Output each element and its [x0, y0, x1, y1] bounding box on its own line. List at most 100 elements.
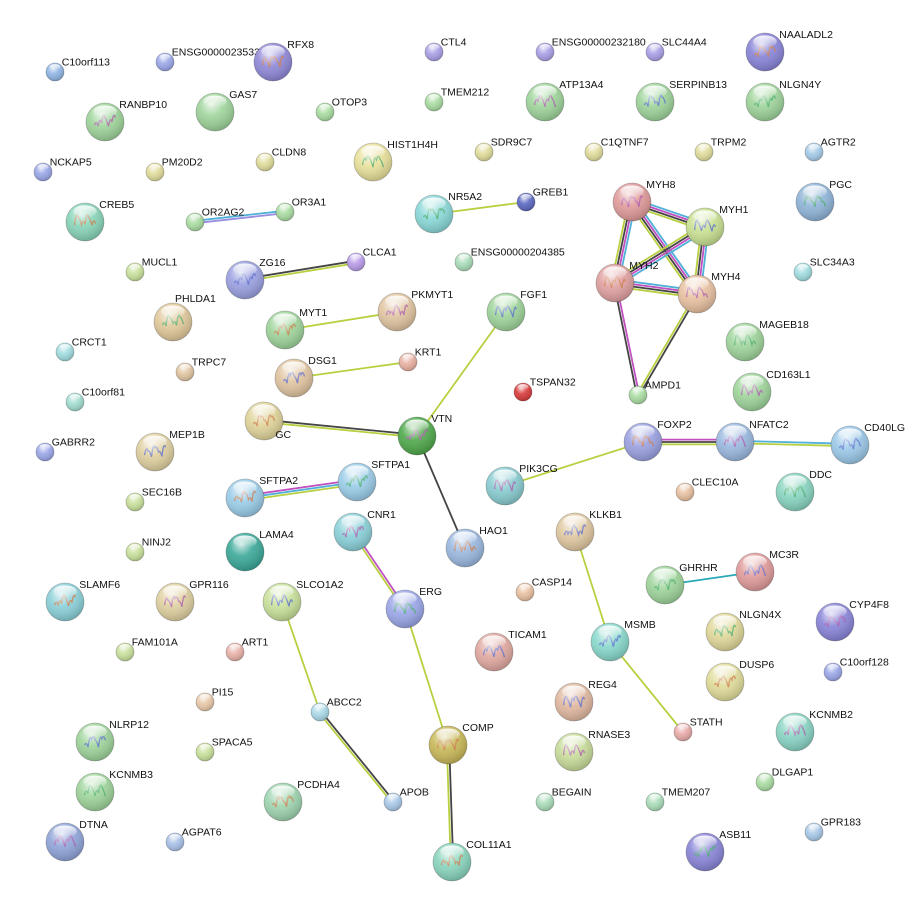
edge-slco1a2-abcc2[interactable]: [281, 601, 321, 713]
node-cyp4f8[interactable]: CYP4F8: [815, 599, 889, 642]
node-gabrr2[interactable]: GABRR2: [35, 436, 95, 462]
node-or3a1[interactable]: OR3A1: [275, 196, 326, 222]
node-vtn[interactable]: VTN: [397, 413, 452, 456]
node-nfatc2[interactable]: NFATC2: [715, 419, 789, 462]
node-cd40lg[interactable]: CD40LG: [830, 422, 905, 465]
node-trpc7[interactable]: TRPC7: [175, 356, 226, 382]
node-ensg00000204385[interactable]: ENSG00000204385: [454, 246, 565, 272]
edge-gc-vtn[interactable]: [263, 418, 418, 439]
node-creb5[interactable]: CREB5: [65, 199, 134, 242]
node-art1[interactable]: ART1: [225, 636, 269, 662]
node-dlgap1[interactable]: DLGAP1: [755, 766, 813, 792]
edge-comp-col11a1[interactable]: [445, 744, 455, 863]
edge-vtn-fgf1[interactable]: [416, 311, 507, 437]
node-c10orf113[interactable]: C10orf113: [45, 56, 110, 82]
node-clca1[interactable]: CLCA1: [346, 246, 397, 272]
node-serpinb13[interactable]: SERPINB13: [635, 79, 727, 122]
node-ninj2[interactable]: NINJ2: [125, 536, 171, 562]
node-naaladl2[interactable]: NAALADL2: [745, 29, 833, 72]
node-kcnmb2[interactable]: KCNMB2: [775, 709, 853, 752]
node-nlgn4y[interactable]: NLGN4Y: [745, 79, 821, 122]
edge-myh2-ampd1[interactable]: [612, 282, 641, 396]
node-ensg00000232180[interactable]: ENSG00000232180: [535, 36, 646, 62]
node-mep1b[interactable]: MEP1B: [135, 429, 205, 472]
edge-myh4-ampd1[interactable]: [636, 292, 699, 397]
node-ensg00000235336[interactable]: ENSG00000235336: [155, 46, 266, 72]
node-zg16[interactable]: ZG16: [225, 257, 286, 300]
node-ranbp10[interactable]: RANBP10: [85, 99, 167, 142]
node-nlgn4x[interactable]: NLGN4X: [705, 609, 781, 652]
node-ticam1[interactable]: TICAM1: [474, 629, 547, 672]
node-ghrhr[interactable]: GHRHR: [645, 562, 718, 605]
node-tspan32[interactable]: TSPAN32: [513, 376, 576, 402]
node-slco1a2[interactable]: SLCO1A2: [262, 579, 344, 622]
edge-erg-comp[interactable]: [404, 608, 449, 746]
node-fam101a[interactable]: FAM101A: [115, 636, 178, 662]
node-myh2[interactable]: MYH2: [595, 260, 659, 303]
node-krt1[interactable]: KRT1: [398, 346, 442, 372]
node-mc3r[interactable]: MC3R: [735, 549, 799, 592]
node-abcc2[interactable]: ABCC2: [310, 696, 362, 722]
edge-klkb1-msmb[interactable]: [574, 531, 611, 643]
node-gas7[interactable]: GAS7: [195, 89, 257, 132]
edge-msmb-stath[interactable]: [609, 641, 684, 733]
node-mageb18[interactable]: MAGEB18: [725, 319, 809, 362]
node-agtr2[interactable]: AGTR2: [804, 136, 856, 162]
edge-pik3cg-foxp2[interactable]: [504, 441, 644, 487]
node-pcdha4[interactable]: PCDHA4: [263, 779, 340, 822]
node-cd163l1[interactable]: CD163L1: [732, 369, 811, 412]
node-nlrp12[interactable]: NLRP12: [75, 719, 149, 762]
edge-dsg1-krt1[interactable]: [293, 361, 409, 379]
node-gc[interactable]: GC: [244, 401, 292, 441]
node-atp13a4[interactable]: ATP13A4: [525, 79, 604, 122]
node-rnase3[interactable]: RNASE3: [554, 729, 630, 772]
node-slamf6[interactable]: SLAMF6: [45, 579, 120, 622]
node-gpr183[interactable]: GPR183: [804, 816, 861, 842]
node-greb1[interactable]: GREB1: [516, 186, 569, 212]
node-spaca5[interactable]: SPACA5: [195, 736, 253, 762]
node-col11a1[interactable]: COL11A1: [432, 839, 512, 882]
node-or2ag2[interactable]: OR2AG2: [185, 206, 245, 232]
node-pgc[interactable]: PGC: [795, 179, 852, 222]
edge-or2ag2-or3a1[interactable]: [194, 209, 286, 225]
node-hao1[interactable]: HAO1: [445, 525, 508, 568]
node-pm20d2[interactable]: PM20D2: [145, 156, 203, 182]
node-lama4[interactable]: LAMA4: [225, 529, 294, 572]
node-sftpa2[interactable]: SFTPA2: [225, 475, 298, 518]
node-stath[interactable]: STATH: [673, 716, 723, 742]
edge-vtn-hao1[interactable]: [416, 435, 466, 549]
node-myh8[interactable]: MYH8: [612, 179, 676, 222]
node-fgf1[interactable]: FGF1: [486, 289, 547, 332]
node-msmb[interactable]: MSMB: [590, 619, 656, 662]
node-reg4[interactable]: REG4: [554, 679, 617, 722]
node-erg[interactable]: ERG: [385, 586, 442, 629]
node-gpr116[interactable]: GPR116: [155, 579, 229, 622]
node-pkmyt1[interactable]: PKMYT1: [377, 289, 453, 332]
edge-abcc2-apob[interactable]: [318, 710, 395, 804]
node-ctl4[interactable]: CTL4: [424, 36, 467, 62]
node-myh1[interactable]: MYH1: [685, 204, 749, 247]
node-nr5a2[interactable]: NR5A2: [414, 191, 482, 234]
node-cnr1[interactable]: CNR1: [333, 509, 396, 552]
node-apob[interactable]: APOB: [383, 786, 429, 812]
node-tmem207[interactable]: TMEM207: [645, 786, 710, 812]
node-crct1[interactable]: CRCT1: [55, 336, 107, 362]
node-otop3[interactable]: OTOP3: [315, 96, 367, 122]
node-sftpa1[interactable]: SFTPA1: [337, 459, 410, 502]
node-sdr9c7[interactable]: SDR9C7: [474, 136, 532, 162]
node-nckap5[interactable]: NCKAP5: [33, 156, 92, 182]
node-clec10a[interactable]: CLEC10A: [675, 476, 738, 502]
node-foxp2[interactable]: FOXP2: [623, 419, 692, 462]
node-hist1h4h[interactable]: HIST1H4H: [353, 139, 438, 182]
node-slc44a4[interactable]: SLC44A4: [645, 36, 707, 62]
node-kcnmb3[interactable]: KCNMB3: [75, 769, 153, 812]
node-pi15[interactable]: PI15: [195, 686, 234, 712]
node-casp14[interactable]: CASP14: [515, 576, 572, 602]
node-trpm2[interactable]: TRPM2: [694, 136, 746, 162]
node-c10orf81[interactable]: C10orf81: [65, 386, 125, 412]
node-c10orf128[interactable]: C10orf128: [823, 656, 889, 682]
edge-nfatc2-cd40lg[interactable]: [734, 439, 851, 448]
node-c1qtnf7[interactable]: C1QTNF7: [584, 136, 649, 162]
node-mucl1[interactable]: MUCL1: [125, 256, 178, 282]
node-ampd1[interactable]: AMPD1: [628, 379, 681, 405]
